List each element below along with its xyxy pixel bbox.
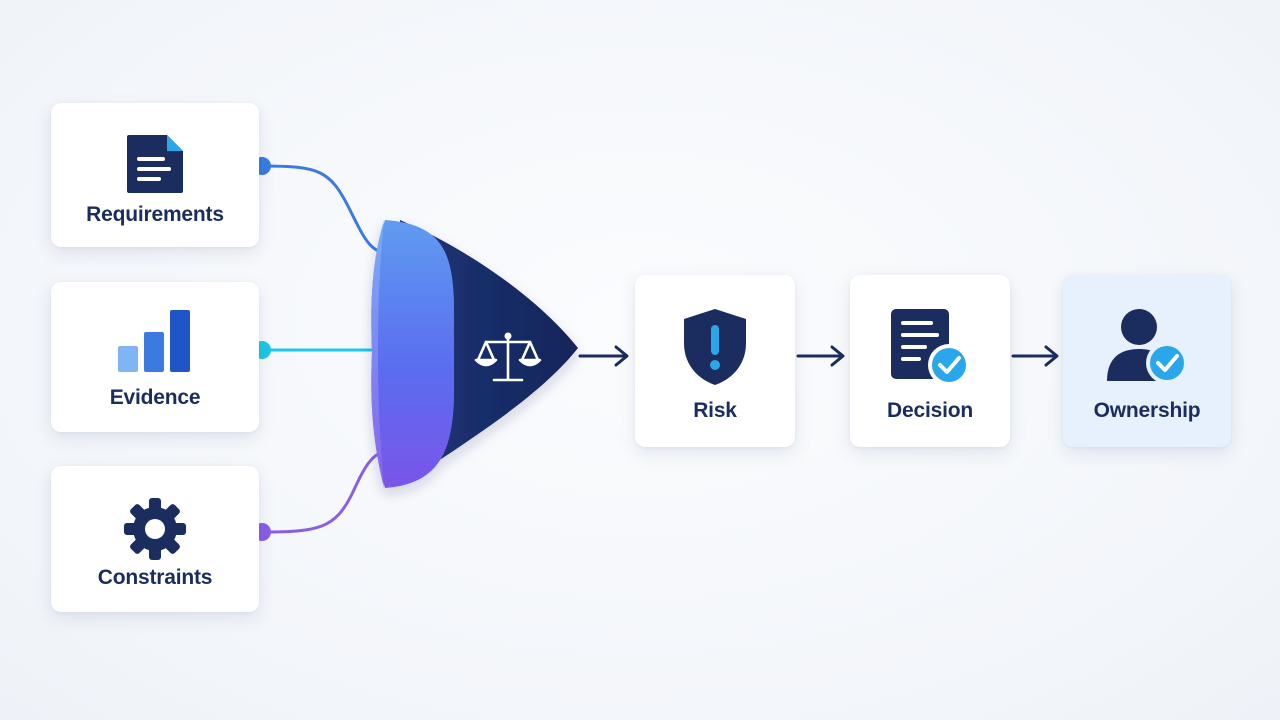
input-label-requirements: Requirements: [86, 203, 224, 226]
output-card-ownership: Ownership: [1063, 275, 1231, 447]
arrow-risk-to-decision: [796, 345, 845, 367]
input-label-evidence: Evidence: [109, 386, 201, 409]
input-card-evidence: Evidence: [51, 282, 259, 432]
arrow-decision-to-ownership: [1011, 345, 1059, 367]
scales-icon: [474, 332, 542, 382]
document-check-icon: [891, 309, 970, 386]
connector-constraints: [253, 448, 392, 541]
person-check-icon: [1107, 309, 1188, 384]
input-card-constraints: Constraints: [51, 466, 259, 612]
arrow-funnel-to-risk: [578, 345, 629, 367]
connector-evidence: [253, 341, 404, 359]
shield-alert-icon: [684, 309, 746, 385]
input-label-constraints: Constraints: [97, 566, 213, 589]
funnel-shape: [371, 220, 578, 488]
output-label-risk: Risk: [693, 399, 737, 422]
bar-chart-icon: [118, 310, 190, 372]
document-icon: [127, 135, 183, 193]
output-card-decision: Decision: [850, 275, 1010, 447]
output-label-decision: Decision: [887, 399, 973, 422]
output-card-risk: Risk: [635, 275, 795, 447]
input-card-requirements: Requirements: [51, 103, 259, 247]
connector-requirements: [253, 157, 392, 256]
output-label-ownership: Ownership: [1093, 399, 1201, 422]
gear-icon: [124, 498, 186, 560]
